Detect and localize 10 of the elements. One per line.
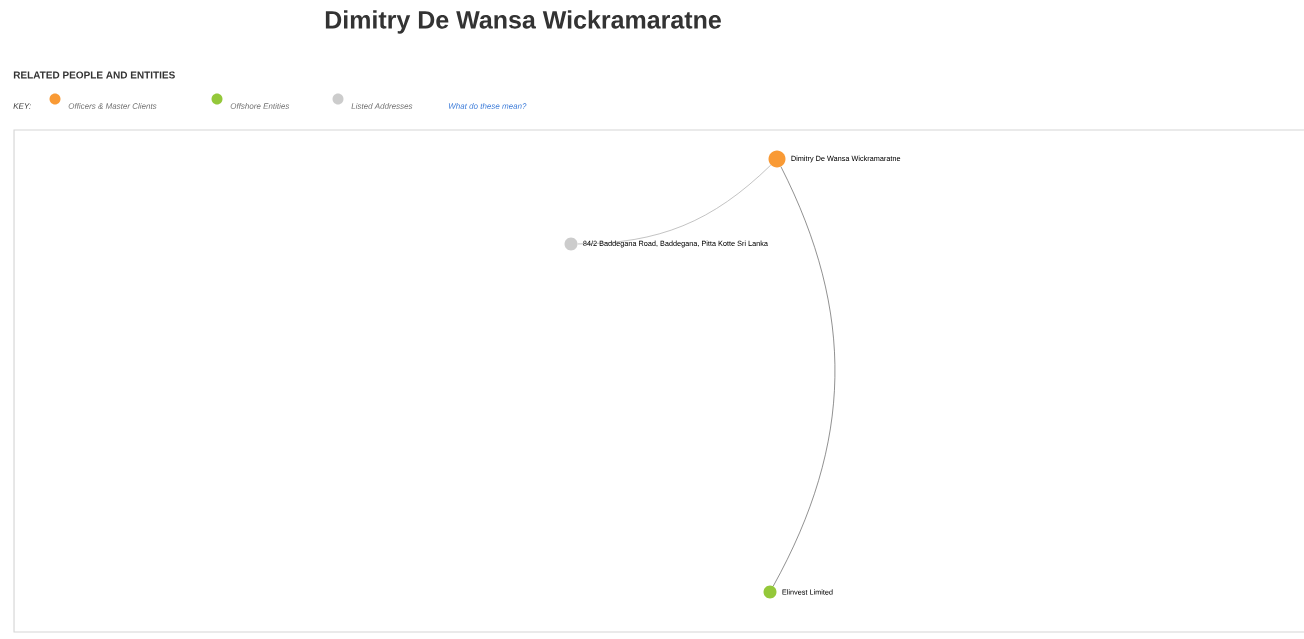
entity-dot xyxy=(768,150,786,168)
page-title: Dimitry De Wansa Wickramaratne xyxy=(325,10,721,34)
legend-text: Listed Addresses xyxy=(351,103,413,109)
legend-text: Officers & Master Clients xyxy=(68,103,157,109)
connector-line xyxy=(577,164,772,245)
legend-text: Offshore Entities xyxy=(230,103,290,109)
help-link: What do these mean? xyxy=(448,103,527,109)
key-label: KEY: xyxy=(13,103,31,109)
connector-line xyxy=(772,166,836,587)
label-heading: RELATED PEOPLE AND ENTITIES xyxy=(13,71,175,79)
